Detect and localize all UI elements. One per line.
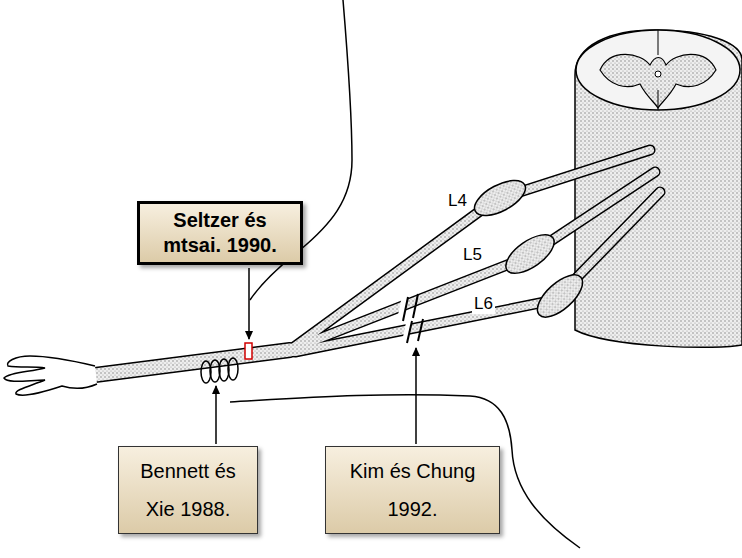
root-label: L4 bbox=[446, 192, 469, 211]
partial-ligation-mark bbox=[245, 343, 252, 359]
dorsal-root-ganglia bbox=[469, 173, 589, 324]
body-outline bbox=[230, 395, 580, 548]
root-label: L6 bbox=[472, 295, 495, 314]
paw bbox=[4, 356, 97, 395]
reference-text: Kim és Chung 1992. bbox=[332, 452, 493, 528]
nerve-cuts bbox=[400, 294, 423, 343]
reference-text: Bennett és Xie 1988. bbox=[125, 452, 251, 528]
reference-box-bold: Seltzer és mtsai. 1990. bbox=[137, 201, 303, 265]
reference-box: Kim és Chung 1992. bbox=[325, 446, 500, 534]
root-label: L5 bbox=[461, 246, 484, 265]
reference-box: Bennett és Xie 1988. bbox=[118, 446, 258, 534]
ligatures bbox=[201, 358, 238, 383]
nerve-roots bbox=[95, 150, 660, 375]
reference-text: Seltzer és mtsai. 1990. bbox=[146, 208, 294, 258]
leader-arrows bbox=[216, 268, 416, 444]
